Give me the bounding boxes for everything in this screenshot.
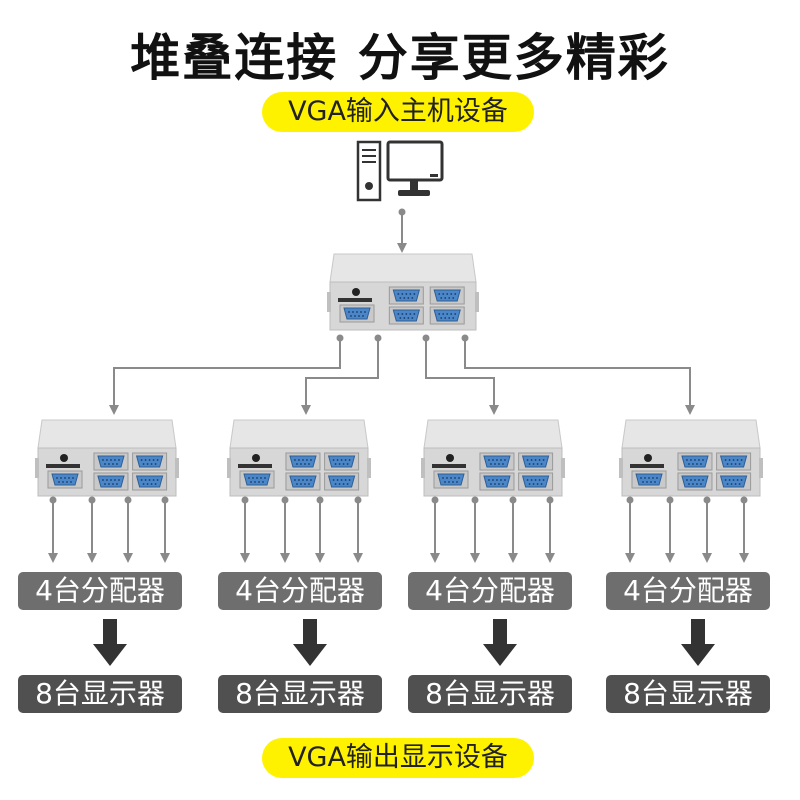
vga-out-port-icon [479,452,515,471]
main-splitter-device [327,253,479,331]
vga-out-port-icon [429,286,465,305]
vga-out-port-icon [132,452,168,471]
page-title: 堆叠连接 分享更多精彩 [130,29,670,87]
splitter-count-label: 4台分配器 [408,572,572,610]
power-jack-icon [252,454,260,462]
vga-out-port-icon [716,452,752,471]
big-down-arrow-icon [293,619,327,666]
vga-out-port-icon [677,472,713,491]
splitter-count-label: 4台分配器 [218,572,382,610]
vga-out-port-icon [93,472,129,491]
vga-in-port-icon [47,470,83,489]
vga-out-port-icon [132,472,168,491]
big-down-arrow-icon [681,619,715,666]
splitter-device-4 [619,419,763,497]
vga-out-port-icon [324,452,360,471]
vga-out-port-icon [716,472,752,491]
big-down-arrow-icon [93,619,127,666]
vga-out-port-icon [388,306,424,325]
connection-line-1 [109,338,341,415]
connection-line-4 [464,338,695,415]
vga-out-port-icon [518,452,554,471]
vga-out-port-icon [388,286,424,305]
power-jack-icon [446,454,454,462]
splitter-device-1 [35,419,179,497]
splitter-device-3 [421,419,565,497]
splitter-count-label: 4台分配器 [18,572,182,610]
display-count-label: 8台显示器 [18,675,182,713]
input-device-label: VGA输入主机设备 [262,92,534,132]
vga-out-port-icon [324,472,360,491]
vga-out-port-icon [285,472,321,491]
pc-tower-icon [356,140,382,202]
power-jack-icon [644,454,652,462]
display-count-label: 8台显示器 [606,675,770,713]
connection-line-2 [301,338,379,415]
vga-in-port-icon [339,304,375,323]
output-device-label: VGA输出显示设备 [262,738,534,778]
splitter-device-2 [227,419,371,497]
vga-in-port-icon [239,470,275,489]
vga-in-port-icon [433,470,469,489]
vga-in-port-icon [631,470,667,489]
power-jack-icon [352,288,360,296]
vga-out-port-icon [518,472,554,491]
connection-line-3 [425,338,499,415]
display-count-label: 8台显示器 [218,675,382,713]
vga-out-port-icon [677,452,713,471]
big-down-arrow-icon [483,619,517,666]
vga-out-port-icon [285,452,321,471]
monitor-icon [386,140,444,196]
display-count-label: 8台显示器 [408,675,572,713]
vga-out-port-icon [93,452,129,471]
power-jack-icon [60,454,68,462]
vga-out-port-icon [429,306,465,325]
splitter-count-label: 4台分配器 [606,572,770,610]
vga-out-port-icon [479,472,515,491]
